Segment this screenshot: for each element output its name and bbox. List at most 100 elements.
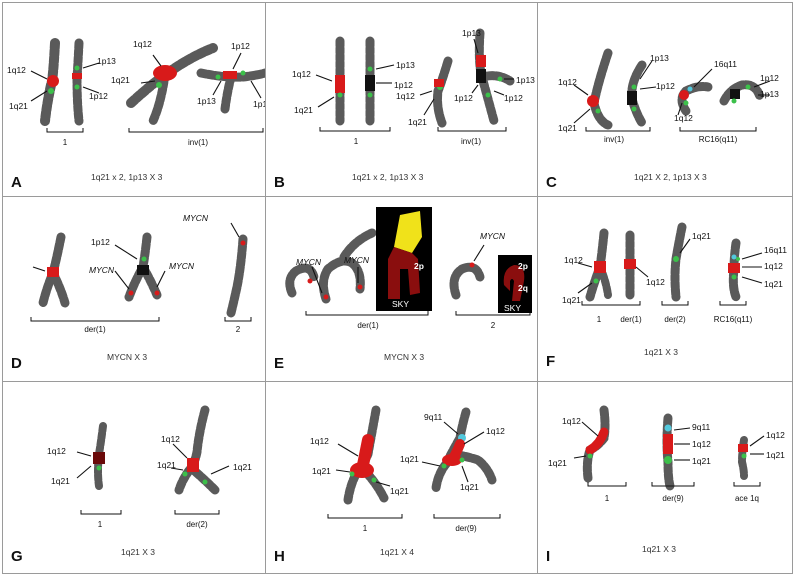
label-1q21: 1q21 [294,105,313,115]
bracket-label: 1 [596,315,602,324]
panel-letter: D [11,355,22,372]
chromosome-rc16 [728,238,741,302]
bracket-label: der(9) [455,524,477,533]
chromosome-inv1-pair-a [126,43,270,126]
bracket-label: der(1) [357,321,379,330]
panel-letter: F [546,353,556,370]
panel-letter: B [274,174,285,191]
label-9q11: 9q11 [424,412,443,422]
chromosome-der1-pair [38,232,162,308]
panel-g-drawing [76,405,230,515]
chromosome-2 [226,234,248,318]
panel-caption: 1q21 X 3 [642,544,677,554]
panel-f-drawing [577,222,763,306]
label-1q12: 1q12 [292,69,311,79]
panel-a: 1q12 1q21 1p13 1p12 1q12 1q21 1p12 1p13 … [2,2,272,197]
panel-letter: E [274,355,285,372]
chromosome-1-i [582,405,610,483]
label-1q21: 1q21 [558,123,577,133]
panel-b: 1q12 1q21 1p13 1p12 1p13 1q12 1q21 1p12 … [265,2,538,197]
panel-d-drawing [30,222,252,322]
panel-c-drawing [573,48,771,132]
label-1q21: 1q21 [408,117,427,127]
label-mycn: MYCN [183,213,209,223]
chromosome-1-normal [335,36,375,126]
label-1q21: 1q21 [766,450,785,460]
annotation-arrows [335,421,485,487]
chromosome-der2 [670,222,687,302]
panel-f: 1q12 1q21 1q12 1q21 16q11 1q12 1q21 1 de… [537,196,793,382]
bracket-label: der(2) [664,315,686,324]
bracket-label: der(9) [662,494,684,503]
chromosome-ace1q [737,436,748,480]
bracket-lines [305,311,531,316]
bracket-label: 1 [353,137,359,146]
panel-g: 1q12 1q21 1q12 1q21 1q21 1 der(2) 1q21 X… [2,381,266,574]
panel-caption: 1q21 X 2, 1p13 X 3 [634,172,707,182]
panel-c: 1q12 1q21 1p13 1p12 16q11 1q12 1p12 1p13… [537,2,793,197]
label-1q12: 1q12 [764,261,783,271]
label-1q12: 1q12 [396,91,415,101]
panel-caption: MYCN X 3 [107,352,148,362]
chromosome-der2-g [174,405,220,495]
bracket-lines [46,128,264,133]
label-1q21: 1q21 [692,456,711,466]
chromosome-1-g [93,422,107,490]
panel-caption: 1q21 x 2, 1p13 X 3 [352,172,424,182]
label-1p12: 1p12 [504,93,523,103]
bracket-lines [581,301,747,306]
chromosome-rc16-pair [677,80,765,116]
panel-i: 1q12 1q21 9q11 1q12 1q21 1q12 1q21 1 der… [537,381,793,574]
chromosome-1-h [343,405,389,505]
label-1p12: 1p12 [89,91,108,101]
label-1p12: 1p12 [231,41,250,51]
bracket-label: ace 1q [734,494,760,503]
sky-label: SKY [504,303,522,313]
label-1p13: 1p13 [462,28,481,38]
label-1q21: 1q21 [548,458,567,468]
sky-label: SKY [392,299,410,309]
label-1q12: 1q12 [7,65,26,75]
label-1p13: 1p13 [253,99,272,109]
bracket-label: inv(1) [603,135,624,144]
label-mycn: MYCN [480,231,506,241]
label-1q12: 1q12 [692,439,711,449]
label-1p13: 1p13 [97,56,116,66]
bracket-label: 1 [362,524,368,533]
label-1q21: 1q21 [562,295,581,305]
label-1p13: 1p13 [396,60,415,70]
bracket-lines [30,317,252,322]
panel-caption: 1q21 X 4 [380,547,415,557]
label-1q21: 1q21 [312,466,331,476]
annotation-arrows [76,443,230,479]
label-1p12: 1p12 [760,73,779,83]
bracket-lines [327,514,501,519]
label-1q21: 1q21 [460,482,479,492]
label-1p13: 1p13 [197,96,216,106]
bracket-lines [587,482,761,487]
panel-letter: H [274,548,285,565]
panel-caption: MYCN X 3 [384,352,425,362]
bracket-label: 2 [490,321,496,330]
label-1p13: 1p13 [760,89,779,99]
chromosome-der9-h [431,407,497,493]
chromosome-2-e [285,262,485,300]
sky-label-2p: 2p [518,261,528,271]
annotation-arrows [577,238,763,294]
chromosome-der1-e [318,228,377,304]
label-1q12: 1q12 [766,430,785,440]
label-mycn: MYCN [296,257,322,267]
bracket-label: RC16(q11) [713,315,753,324]
label-1q21: 1q21 [692,231,711,241]
label-1q21: 1q21 [9,101,28,111]
panel-letter: C [546,174,557,191]
bracket-label: RC16(q11) [698,135,738,144]
panel-letter: A [11,174,22,191]
panel-e: 2p SKY 2p 2q SKY MYCN MYCN MYCN der(1) 2… [265,196,538,382]
annotation-arrows [315,38,514,116]
label-9q11: 9q11 [692,422,711,432]
label-1q12: 1q12 [674,113,693,123]
chromosome-1-normal [40,38,84,126]
label-mycn: MYCN [89,265,115,275]
